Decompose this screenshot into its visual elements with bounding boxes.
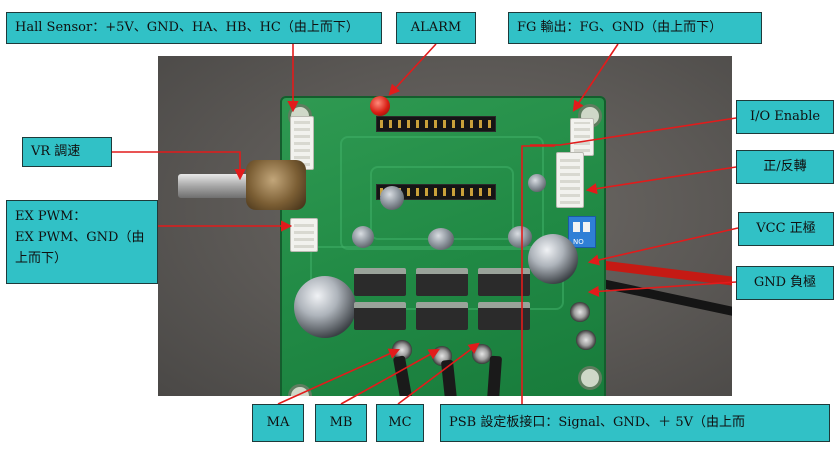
potentiometer-body <box>246 160 306 210</box>
small-capacitor <box>508 226 532 248</box>
mounting-hole-bottom-left <box>288 384 312 396</box>
alarm-led <box>370 96 390 116</box>
pin-header-top <box>376 116 496 132</box>
label-ex-pwm-line-1: EX PWM： <box>15 209 87 224</box>
label-vr-adjust: VR 調速 <box>22 137 112 167</box>
label-vcc-positive: VCC 正極 <box>738 212 834 246</box>
ex-pwm-connector <box>290 218 318 252</box>
vcc-pad <box>570 302 590 322</box>
mosfet <box>478 268 530 296</box>
mounting-hole-bottom-right <box>578 366 602 390</box>
mosfet <box>416 302 468 330</box>
small-capacitor <box>352 226 374 248</box>
label-ma: MA <box>252 404 304 442</box>
label-psb-interface: PSB 設定板接口：Signal、GND、＋ 5V（由上而 <box>440 404 830 442</box>
board-photo: NO <box>158 56 732 396</box>
label-fg-output: FG 輸出：FG、GND（由上而下） <box>508 12 762 44</box>
label-io-enable: I/O Enable <box>736 100 834 134</box>
pcb: NO <box>280 96 606 396</box>
mosfet <box>416 268 468 296</box>
mosfet <box>354 268 406 296</box>
label-ex-pwm-line-3: 上而下） <box>15 251 68 266</box>
label-ex-pwm-line-2: EX PWM、GND（由 <box>15 230 145 245</box>
dip-switch-text: NO <box>573 238 584 246</box>
label-alarm: ALARM <box>396 12 476 44</box>
mosfet <box>354 302 406 330</box>
label-gnd-negative: GND 負極 <box>736 266 834 300</box>
label-direction: 正/反轉 <box>736 150 834 184</box>
large-capacitor-right <box>528 234 578 284</box>
gnd-pad <box>576 330 596 350</box>
label-ex-pwm: EX PWM： EX PWM、GND（由 上而下） <box>6 200 158 284</box>
mosfet <box>478 302 530 330</box>
large-capacitor-left <box>294 276 356 338</box>
small-capacitor <box>380 186 404 210</box>
label-mc: MC <box>376 404 424 442</box>
potentiometer-shaft <box>178 174 256 198</box>
small-capacitor <box>528 174 546 192</box>
psb-connector <box>556 152 584 208</box>
fg-connector <box>570 118 594 156</box>
small-capacitor <box>428 228 454 250</box>
label-hall-sensor: Hall Sensor：+5V、GND、HA、HB、HC（由上而下） <box>6 12 382 44</box>
label-mb: MB <box>315 404 367 442</box>
pin-header-middle <box>376 184 496 200</box>
